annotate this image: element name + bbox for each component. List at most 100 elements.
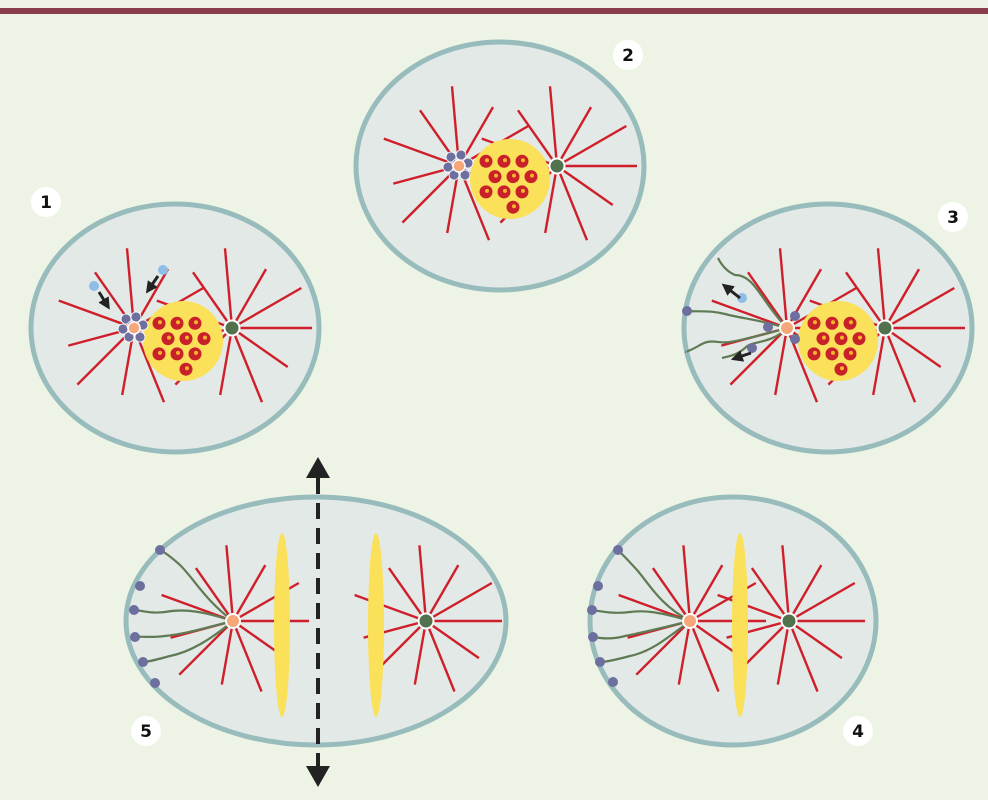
spindle-ray-icon — [688, 564, 724, 622]
filament — [617, 549, 691, 622]
spindle-ray-icon — [413, 620, 428, 685]
cortical-filaments — [684, 257, 788, 360]
label-badge — [131, 716, 161, 746]
protein-particle-icon — [790, 334, 800, 344]
spindle-ray-icon — [717, 593, 790, 623]
protein-particle-icon — [89, 281, 99, 291]
division-plane-left — [274, 533, 290, 717]
spindle-ray-icon — [555, 106, 593, 167]
chromatin-spot-mark — [185, 366, 189, 371]
label-text: 2 — [622, 46, 634, 66]
spindle-ray-icon — [787, 620, 819, 692]
cortical-filaments — [133, 549, 234, 664]
centrosome-daughter — [780, 612, 798, 630]
spindle-ray-icon — [555, 165, 589, 241]
arrowhead-up — [306, 457, 330, 478]
chromatin-spot-mark — [176, 320, 180, 325]
arrow-icon — [730, 350, 752, 362]
spindle-ray-icon — [231, 327, 289, 368]
spindle-ray-icon — [788, 581, 856, 623]
division-plane — [732, 533, 748, 717]
spindle-ray-icon — [845, 271, 886, 329]
filament — [142, 620, 234, 664]
protein-particle-icon — [135, 581, 145, 591]
chromatin-spot-mark — [194, 320, 198, 325]
protein-particle-icon — [155, 545, 165, 555]
step-label-3: 3 — [938, 202, 968, 232]
spindle-ray-icon — [230, 327, 264, 403]
protein-particle-icon — [790, 311, 800, 321]
spindle-ray-icon — [219, 327, 234, 396]
spindle-ray-icon — [677, 620, 692, 685]
arrow-icon — [721, 283, 741, 300]
arrow-icon — [97, 291, 110, 310]
centrosome-daughter — [223, 319, 241, 337]
filament — [721, 327, 788, 360]
cortical-filaments — [591, 549, 691, 664]
spindle-ray-icon — [635, 620, 691, 676]
protein-particle-icon — [595, 657, 605, 667]
nucleus — [798, 301, 878, 381]
spindle-rays-daughter — [717, 545, 865, 692]
chromatin-spots — [152, 316, 211, 376]
spindle-ray-icon — [387, 567, 427, 622]
protein-particle-icon — [130, 311, 142, 323]
spindle-ray-icon — [872, 327, 887, 396]
spindle-ray-icon — [383, 137, 460, 168]
spindle-ray-icon — [231, 620, 263, 692]
arrowhead-down — [306, 766, 330, 787]
filament — [717, 257, 788, 329]
centrosome-parent — [127, 321, 141, 335]
chromatin-spot-mark — [530, 173, 534, 178]
spindle-ray-icon — [556, 124, 627, 168]
chromatin-spot-mark — [840, 366, 844, 371]
protein-particle-icon — [593, 581, 603, 591]
spindle-ray-icon — [425, 581, 493, 623]
spindle-ray-icon — [354, 593, 427, 623]
arrow-icon — [145, 275, 160, 294]
spindle-ray-icon — [774, 327, 789, 396]
chromatin-spot-mark — [512, 204, 516, 209]
chromatin-spot-mark — [176, 350, 180, 355]
filament — [133, 608, 234, 623]
chromatin-spots — [479, 154, 538, 214]
spindle-ray-icon — [884, 286, 955, 330]
division-plane-right — [368, 533, 384, 717]
cell-step-2 — [353, 39, 647, 293]
nucleus — [470, 139, 550, 219]
filament — [134, 619, 234, 639]
chromatin-spot-mark — [521, 188, 525, 193]
spindle-ray-icon — [425, 620, 480, 660]
protein-particle-icon — [613, 545, 623, 555]
centrosome-parent — [452, 159, 466, 173]
centrosome-daughter — [548, 157, 566, 175]
spindle-ray-icon — [883, 327, 917, 403]
protein-particle-icon — [130, 632, 140, 642]
protein-particle-icon — [737, 293, 747, 303]
protein-particle-icon — [459, 169, 471, 181]
spindle-ray-icon — [225, 545, 235, 622]
protein-particle-icon — [134, 331, 146, 343]
spindle-ray-icon — [223, 248, 234, 329]
spindle-ray-icon — [876, 248, 887, 329]
filament — [686, 309, 788, 330]
step-label-2: 2 — [613, 40, 643, 70]
step-label-1: 1 — [31, 187, 61, 217]
spindle-ray-icon — [787, 564, 823, 622]
cell-step-5 — [123, 457, 509, 787]
chromatin-spot-mark — [849, 320, 853, 325]
centrosome-parent — [225, 613, 241, 629]
centrosome-daughter — [417, 612, 435, 630]
spindle-ray-icon — [192, 271, 233, 329]
chromatin-spot-mark — [840, 335, 844, 340]
label-badge — [613, 40, 643, 70]
chromatin-spot-mark — [485, 188, 489, 193]
chromatin-spot-mark — [203, 335, 207, 340]
chromatin-spot-mark — [494, 173, 498, 178]
chromatin-spot-mark — [858, 335, 862, 340]
spindle-ray-icon — [424, 620, 456, 692]
spindle-ray-icon — [688, 620, 720, 692]
filament — [159, 549, 234, 622]
spindle-ray-icon — [682, 545, 692, 622]
